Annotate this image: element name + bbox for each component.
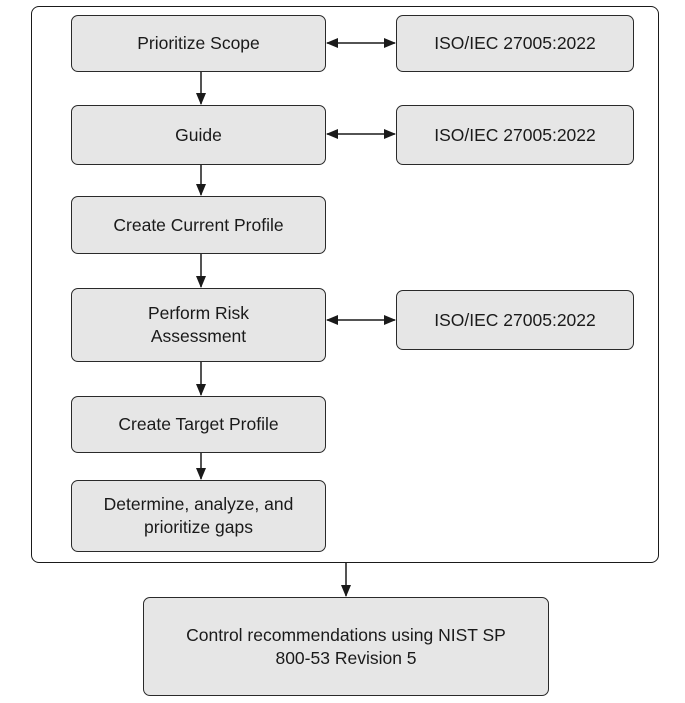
step-create-target-profile: Create Target Profile — [71, 396, 326, 453]
step-guide: Guide — [71, 105, 326, 165]
standard-iso-27005-2: ISO/IEC 27005:2022 — [396, 105, 634, 165]
step-perform-risk-assessment: Perform Risk Assessment — [71, 288, 326, 362]
step-create-current-profile: Create Current Profile — [71, 196, 326, 254]
output-label: Control recommendations using NIST SP 80… — [186, 624, 506, 668]
step-label: Guide — [175, 124, 222, 145]
step-determine-analyze-prioritize-gaps: Determine, analyze, and prioritize gaps — [71, 480, 326, 552]
step-label: Prioritize Scope — [137, 33, 260, 53]
step-prioritize-scope: Prioritize Scope — [71, 15, 326, 72]
standard-iso-27005-3: ISO/IEC 27005:2022 — [396, 290, 634, 350]
step-label: Create Target Profile — [118, 414, 279, 434]
step-label: Create Current Profile — [113, 214, 284, 235]
standard-label: ISO/IEC 27005:2022 — [434, 124, 596, 145]
process-container — [31, 6, 659, 563]
output-control-recommendations: Control recommendations using NIST SP 80… — [143, 597, 549, 696]
standard-iso-27005-1: ISO/IEC 27005:2022 — [396, 15, 634, 72]
standard-label: ISO/IEC 27005:2022 — [434, 33, 596, 53]
step-label: Perform Risk Assessment — [147, 303, 250, 346]
standard-label: ISO/IEC 27005:2022 — [434, 309, 596, 330]
step-label: Determine, analyze, and prioritize gaps — [103, 494, 294, 537]
